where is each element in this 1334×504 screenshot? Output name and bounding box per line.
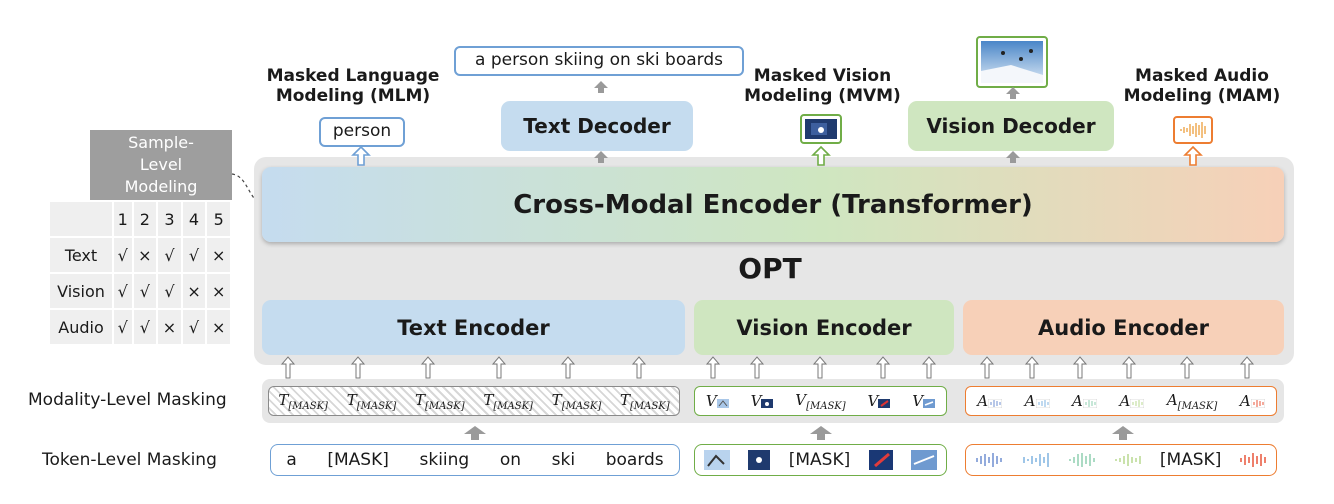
audio-token: A — [1025, 392, 1050, 410]
image-patch-icon — [704, 450, 731, 470]
cell: × — [205, 308, 232, 346]
mvm-label: Masked Vision Modeling (MVM) — [744, 66, 901, 106]
audio-token-row: [MASK] — [965, 444, 1277, 476]
audio-token: A — [1072, 392, 1098, 410]
text-encoder: Text Encoder — [262, 300, 685, 355]
vision-modality-tokens: V V V[MASK] V V — [694, 386, 947, 416]
mlm-output: person — [319, 117, 405, 147]
mam-up-arrow — [1183, 145, 1203, 166]
waveform-icon — [976, 453, 1002, 467]
vision-token: V[MASK] — [795, 390, 846, 412]
cross-modal-encoder: Cross-Modal Encoder (Transformer) — [262, 167, 1284, 242]
text-token: boards — [605, 450, 664, 470]
text-masking-arrow — [464, 426, 486, 440]
col-header: 2 — [131, 200, 159, 238]
waveform-icon — [1240, 453, 1266, 467]
text-token: T[MASK] — [551, 390, 602, 412]
cell: √ — [112, 308, 134, 346]
text-token: T[MASK] — [278, 390, 328, 412]
waveform-icon — [1115, 454, 1142, 466]
cell: × — [180, 272, 208, 310]
vision-encoder: Vision Encoder — [694, 300, 954, 355]
text-token: T[MASK] — [415, 390, 465, 412]
audio-mask-token: [MASK] — [1159, 450, 1222, 470]
cell: √ — [156, 236, 183, 274]
text-token: ski — [551, 450, 576, 470]
vision-decoder-output-image — [976, 36, 1048, 88]
text-decoder: Text Decoder — [501, 101, 693, 151]
cell: × — [156, 308, 183, 346]
cell: √ — [112, 236, 134, 274]
mvm-output-image — [800, 114, 842, 144]
cell: √ — [156, 272, 183, 310]
text-token: [MASK] — [327, 450, 389, 470]
vision-decoder-output-arrow — [1006, 87, 1020, 99]
waveform-icon — [1022, 453, 1049, 467]
sample-level-header: Sample-Level Modeling — [90, 130, 232, 200]
text-decoder-output-arrow — [594, 81, 608, 93]
text-token-row: a [MASK] skiing on ski boards — [270, 444, 680, 476]
col-header: 5 — [205, 200, 232, 238]
vision-mask-token: [MASK] — [788, 450, 851, 470]
waveform-icon — [1069, 453, 1095, 467]
audio-token: A[MASK] — [1166, 390, 1218, 412]
audio-encoder: Audio Encoder — [963, 300, 1284, 355]
mvm-up-arrow — [811, 145, 831, 166]
vision-decoder-input-arrow — [1006, 151, 1020, 163]
encoder-input-arrows — [280, 356, 1255, 379]
text-token: on — [499, 450, 522, 470]
vision-token: V — [912, 392, 936, 410]
text-modality-tokens: T[MASK] T[MASK] T[MASK] T[MASK] T[MASK] … — [268, 386, 680, 416]
sample-level-grid: 1 2 3 4 5 Text √ × √ √ × Vision √ √ √ × … — [48, 200, 232, 346]
text-token: a — [286, 450, 297, 470]
audio-masking-arrow — [1112, 426, 1134, 440]
text-decoder-input-arrow — [594, 151, 608, 163]
audio-modality-tokens: A A A A A[MASK] A — [965, 386, 1277, 416]
token-level-label: Token-Level Masking — [42, 450, 217, 470]
col-header: 1 — [112, 200, 134, 238]
audio-token: A — [1119, 392, 1145, 410]
row-label: Vision — [48, 272, 114, 310]
cell: √ — [131, 272, 159, 310]
mam-output-waveform — [1173, 116, 1213, 144]
mlm-up-arrow — [351, 145, 371, 166]
cell: × — [205, 236, 232, 274]
cell: √ — [180, 236, 208, 274]
modality-level-label: Modality-Level Masking — [28, 390, 227, 410]
col-header: 3 — [156, 200, 183, 238]
text-token: T[MASK] — [483, 390, 533, 412]
col-header: 4 — [180, 200, 208, 238]
cell: × — [131, 236, 159, 274]
mlm-label: Masked Language Modeling (MLM) — [266, 66, 440, 106]
text-token: T[MASK] — [620, 390, 670, 412]
vision-masking-arrow — [810, 426, 832, 440]
image-patch-icon — [748, 450, 771, 470]
cell: √ — [180, 308, 208, 346]
row-label: Text — [48, 236, 114, 274]
audio-token: A — [977, 392, 1003, 410]
text-token: T[MASK] — [346, 390, 397, 412]
mam-label: Masked Audio Modeling (MAM) — [1123, 66, 1281, 106]
vision-token: V — [706, 392, 729, 410]
text-token: skiing — [419, 450, 470, 470]
vision-decoder: Vision Decoder — [908, 101, 1114, 151]
cell: √ — [131, 308, 159, 346]
audio-token: A — [1240, 392, 1265, 410]
vision-token-row: [MASK] — [694, 444, 947, 476]
vision-token: V — [751, 392, 774, 410]
cell: × — [205, 272, 232, 310]
vision-token: V — [868, 392, 891, 410]
image-patch-icon — [910, 450, 937, 470]
sample-level-table: Sample-Level Modeling 1 2 3 4 5 Text √ ×… — [48, 130, 232, 346]
row-label: Audio — [48, 308, 114, 346]
image-patch-icon — [868, 450, 893, 470]
text-decoder-output: a person skiing on ski boards — [454, 46, 744, 76]
model-name: OPT — [738, 252, 802, 285]
cell: √ — [112, 272, 134, 310]
